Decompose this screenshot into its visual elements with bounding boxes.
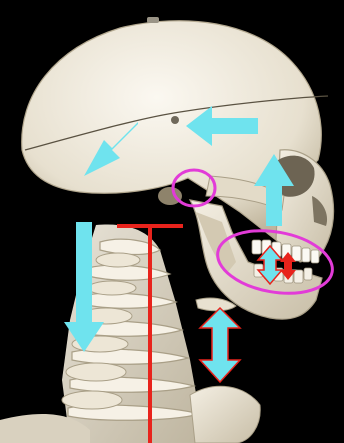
top-screw	[147, 17, 159, 23]
ear-canal	[158, 187, 182, 205]
suture-screw	[171, 116, 179, 124]
